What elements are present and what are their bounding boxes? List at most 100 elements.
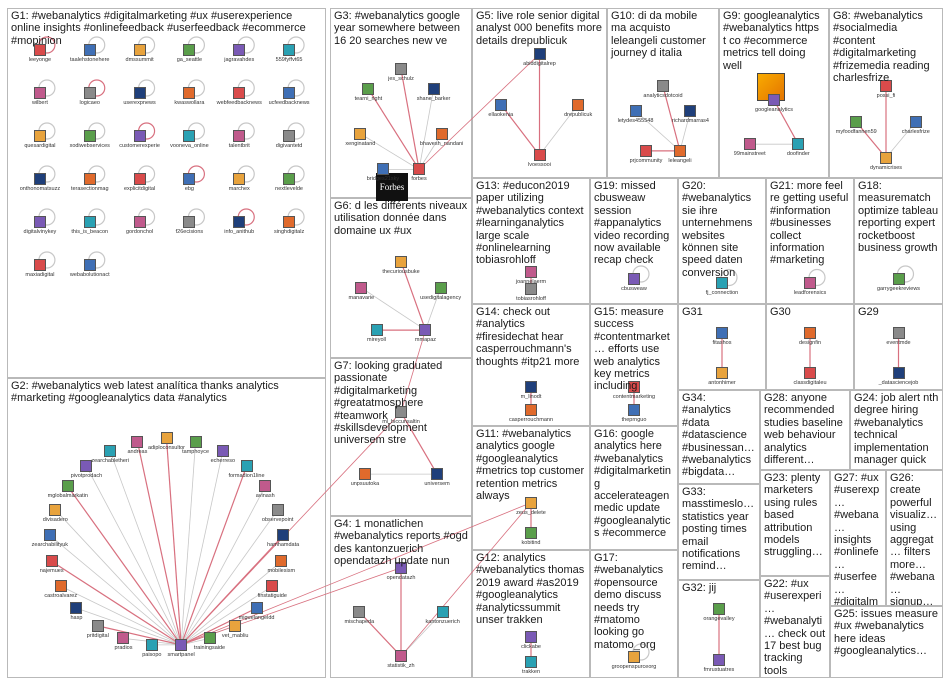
avatar-icon <box>70 602 82 614</box>
node-label: classdigitaleu <box>770 380 850 386</box>
node-label: tobiasrohloff <box>491 296 571 302</box>
group-label-g16: G16: google analytics here #webanalytics… <box>594 428 674 540</box>
group-g28: G28: anyone recommended studies baseline… <box>760 390 850 470</box>
node-label: zearchabletheri <box>70 458 150 464</box>
avatar-icon <box>630 105 642 117</box>
avatar-icon <box>804 277 816 289</box>
node-label: najemues <box>12 568 92 574</box>
avatar-icon <box>183 173 195 185</box>
avatar-icon <box>716 367 728 379</box>
group-label-g12: G12: analytics #webanalytics thomas 2019… <box>476 552 586 626</box>
node-label: nextlevelde <box>249 186 329 192</box>
node-label: eventmde <box>859 340 939 346</box>
avatar-icon <box>684 105 696 117</box>
avatar-icon <box>259 480 271 492</box>
node-label: contentmarketing <box>594 394 674 400</box>
avatar-icon <box>34 259 46 271</box>
group-label-g27: G27: #ux #userexp… #webana… insights #on… <box>834 472 882 606</box>
node-label: 99mainstreet <box>710 151 790 157</box>
node-label: myfoodfannen59 <box>816 129 896 135</box>
avatar-icon <box>84 173 96 185</box>
node-label: andreas <box>97 449 177 455</box>
avatar-icon <box>435 282 447 294</box>
group-label-g6: G6: d les différents niveaux utilisation… <box>334 200 468 237</box>
avatar-icon <box>628 651 640 663</box>
group-g16: G16: google analytics here #webanalytics… <box>590 426 678 550</box>
avatar-icon <box>131 436 143 448</box>
avatar-icon <box>229 620 241 632</box>
avatar-icon <box>34 173 46 185</box>
node-label: usedigitalagency <box>401 295 481 301</box>
avatar-icon <box>395 63 407 75</box>
node-label: fj_connection <box>682 290 762 296</box>
avatar-icon <box>534 48 546 60</box>
node-label: ucfeedbacknews <box>249 100 329 106</box>
node-label: pradios <box>83 645 163 651</box>
node-label: tearni_right <box>328 96 408 102</box>
node-label: abiddigitalrep <box>500 61 580 67</box>
avatar-icon <box>495 99 507 111</box>
group-label-g26: G26: create powerful visualiz… using agg… <box>890 472 939 606</box>
group-label-g2: G2: #webanalytics web latest analítica t… <box>11 380 322 405</box>
group-label-g5: G5: live role senior digital analyst 000… <box>476 10 603 47</box>
group-label-g29: G29 <box>858 306 939 318</box>
avatar-icon <box>525 283 537 295</box>
avatar-icon <box>713 654 725 666</box>
group-label-g34: G34: #analytics #data #datascience #busi… <box>682 392 756 479</box>
avatar-icon <box>277 529 289 541</box>
avatar-icon <box>217 445 229 457</box>
node-label: ellaokenia <box>461 112 541 118</box>
node-label: digivantetd <box>249 143 329 149</box>
avatar-icon <box>283 87 295 99</box>
avatar-icon <box>283 173 295 185</box>
avatar-icon <box>716 327 728 339</box>
avatar-icon <box>183 87 195 99</box>
group-label-g28: G28: anyone recommended studies baseline… <box>764 392 846 466</box>
node-label: universem <box>397 481 477 487</box>
avatar-icon <box>233 87 245 99</box>
avatar-icon <box>204 632 216 644</box>
edge <box>55 510 181 645</box>
avatar-icon <box>377 163 389 175</box>
node-label: possi_fi <box>846 93 926 99</box>
avatar-icon <box>84 87 96 99</box>
group-label-g9: G9: googleanalytics #webanalytics https … <box>723 10 825 72</box>
node-label: designfin <box>770 340 850 346</box>
group-label-g30: G30 <box>770 306 850 318</box>
group-label-g25: G25: issues measure #ux #webanalytics he… <box>834 608 939 658</box>
node-label: zearchabilityuk <box>10 542 90 548</box>
edge <box>360 134 419 170</box>
node-label: fitashos <box>682 340 762 346</box>
edge <box>181 486 265 644</box>
node-label: manavarie <box>321 295 401 301</box>
avatar-icon <box>525 656 537 668</box>
node-label: mireyoll <box>337 337 417 343</box>
node-label: paisopo <box>112 652 192 658</box>
avatar-icon <box>34 216 46 228</box>
avatar-icon <box>395 650 407 662</box>
avatar-icon <box>910 116 922 128</box>
avatar-icon <box>713 603 725 615</box>
avatar-icon <box>436 128 448 140</box>
node-label: webabolutionact <box>50 272 130 278</box>
avatar-icon <box>395 256 407 268</box>
group-label-g23: G23: plenty marketers using rules based … <box>764 472 826 559</box>
group-g24: G24: job alert nth degree hiring #webana… <box>850 390 943 470</box>
node-label: trakken <box>491 669 571 675</box>
avatar-icon <box>371 324 383 336</box>
avatar-icon <box>428 83 440 95</box>
avatar-icon <box>525 527 537 539</box>
avatar-icon <box>44 529 56 541</box>
avatar-icon <box>283 216 295 228</box>
avatar-icon <box>183 216 195 228</box>
avatar-icon <box>49 504 61 516</box>
avatar-icon <box>353 606 365 618</box>
avatar-icon <box>233 130 245 142</box>
node-label: googleanalytics <box>734 107 814 113</box>
node-label: zeus_delete <box>491 510 571 516</box>
avatar-icon <box>62 480 74 492</box>
node-label: bridges21sky <box>343 176 423 182</box>
group-label-g24: G24: job alert nth degree hiring #webana… <box>854 392 939 466</box>
node-label: letydes455548 <box>596 118 676 124</box>
avatar-icon <box>768 94 780 106</box>
